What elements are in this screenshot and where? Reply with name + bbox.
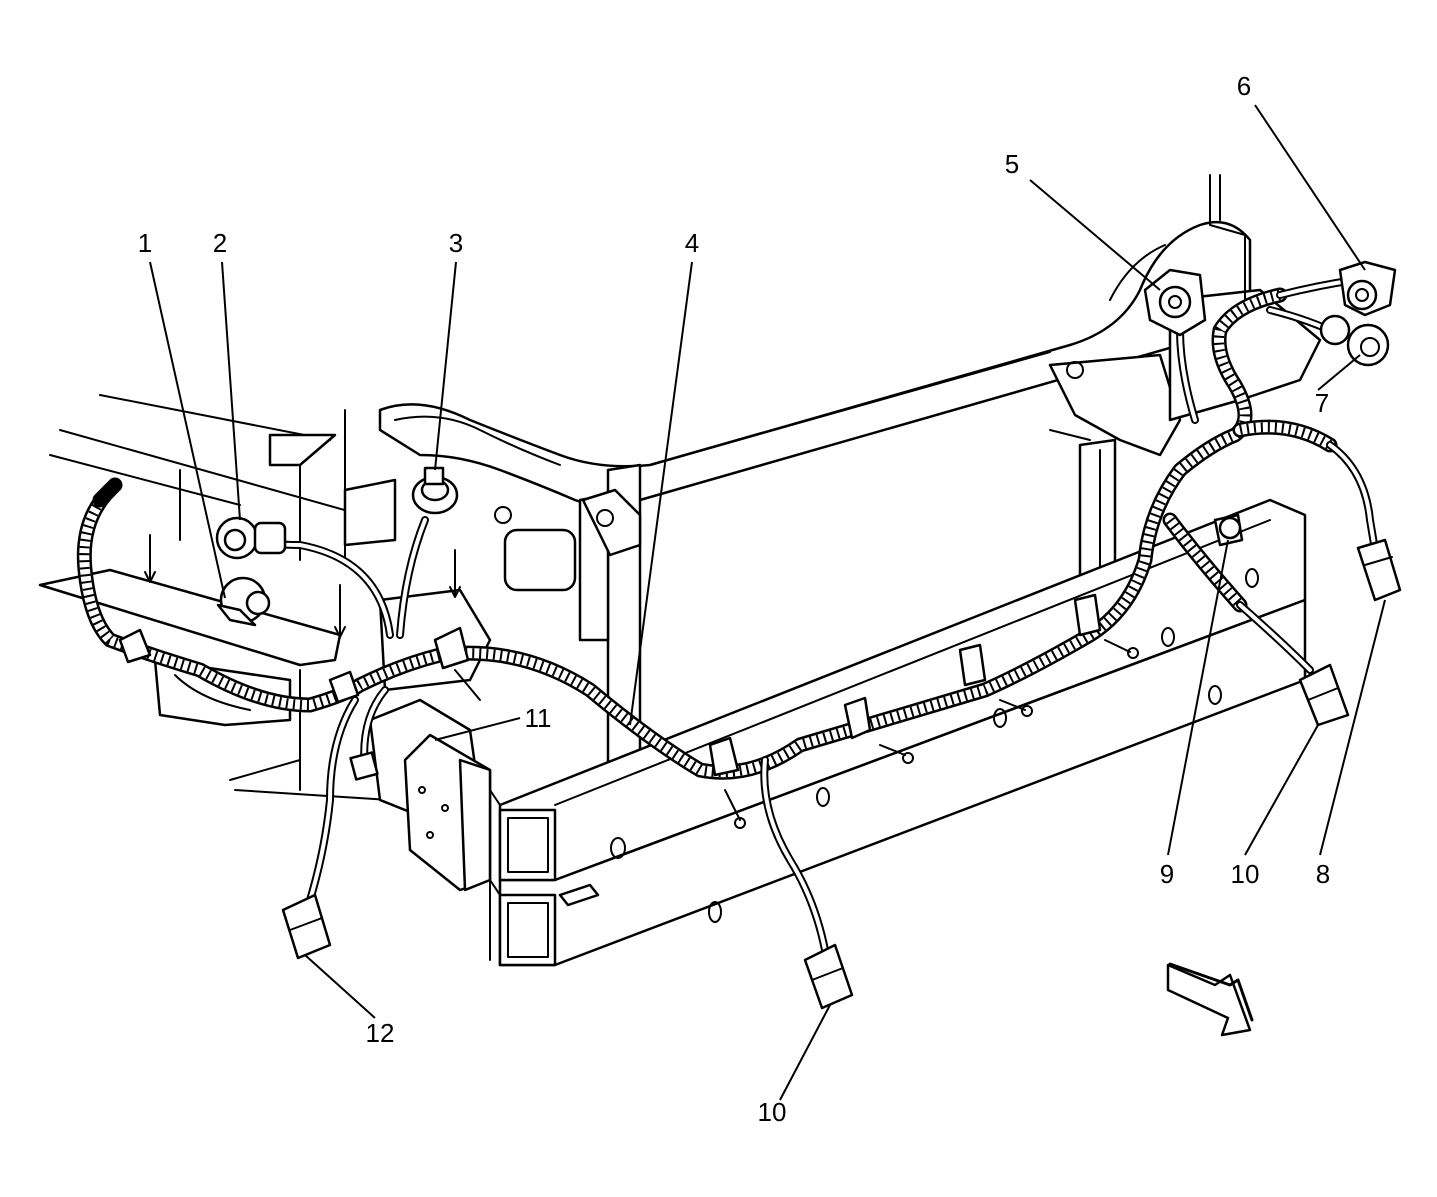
callout-2: 2	[213, 228, 227, 258]
callout-9: 9	[1160, 859, 1174, 889]
callout-7: 7	[1315, 388, 1329, 418]
callout-11: 11	[525, 703, 552, 733]
callout-4: 4	[685, 228, 699, 258]
lamp-socket-1	[216, 576, 271, 627]
callout-6: 6	[1237, 71, 1251, 101]
pigtail-wires	[251, 276, 1379, 954]
lamp-socket-2	[215, 516, 287, 560]
callout-labels: 1 2 3 4 5 6 7 8 9 10 10 11 12	[138, 71, 1330, 1127]
callout-10-bottom: 10	[758, 1097, 787, 1127]
ground-terminal-9	[1218, 516, 1242, 540]
connector-10-bottom	[803, 943, 854, 1010]
main-harness	[76, 287, 1338, 780]
lamp-socket-6	[1338, 260, 1397, 317]
callout-5: 5	[1005, 149, 1019, 179]
view-direction-arrow	[1166, 962, 1254, 1037]
callout-12: 12	[366, 1018, 395, 1048]
callout-10-right: 10	[1231, 859, 1260, 889]
lamp-socket-7	[1319, 314, 1390, 367]
callout-8: 8	[1316, 859, 1330, 889]
connector-8	[1356, 538, 1402, 602]
mounting-arrows	[144, 429, 1091, 638]
lamp-socket-3	[411, 466, 459, 515]
callout-3: 3	[449, 228, 463, 258]
leader-lines	[149, 104, 1386, 1101]
connectors	[215, 260, 1402, 1010]
connector-12	[281, 893, 332, 960]
lamp-socket-5	[1143, 268, 1207, 337]
module-component	[403, 733, 492, 892]
callout-1: 1	[138, 228, 152, 258]
connector-10-right	[1298, 663, 1350, 727]
inline-connector	[349, 751, 379, 781]
